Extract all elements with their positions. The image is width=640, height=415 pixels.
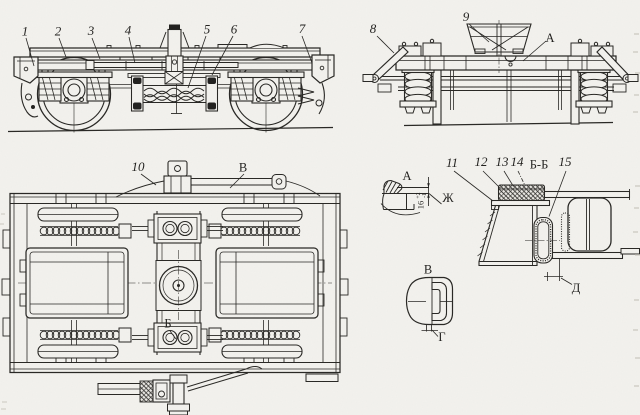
- scan-artifacts: [0, 33, 640, 410]
